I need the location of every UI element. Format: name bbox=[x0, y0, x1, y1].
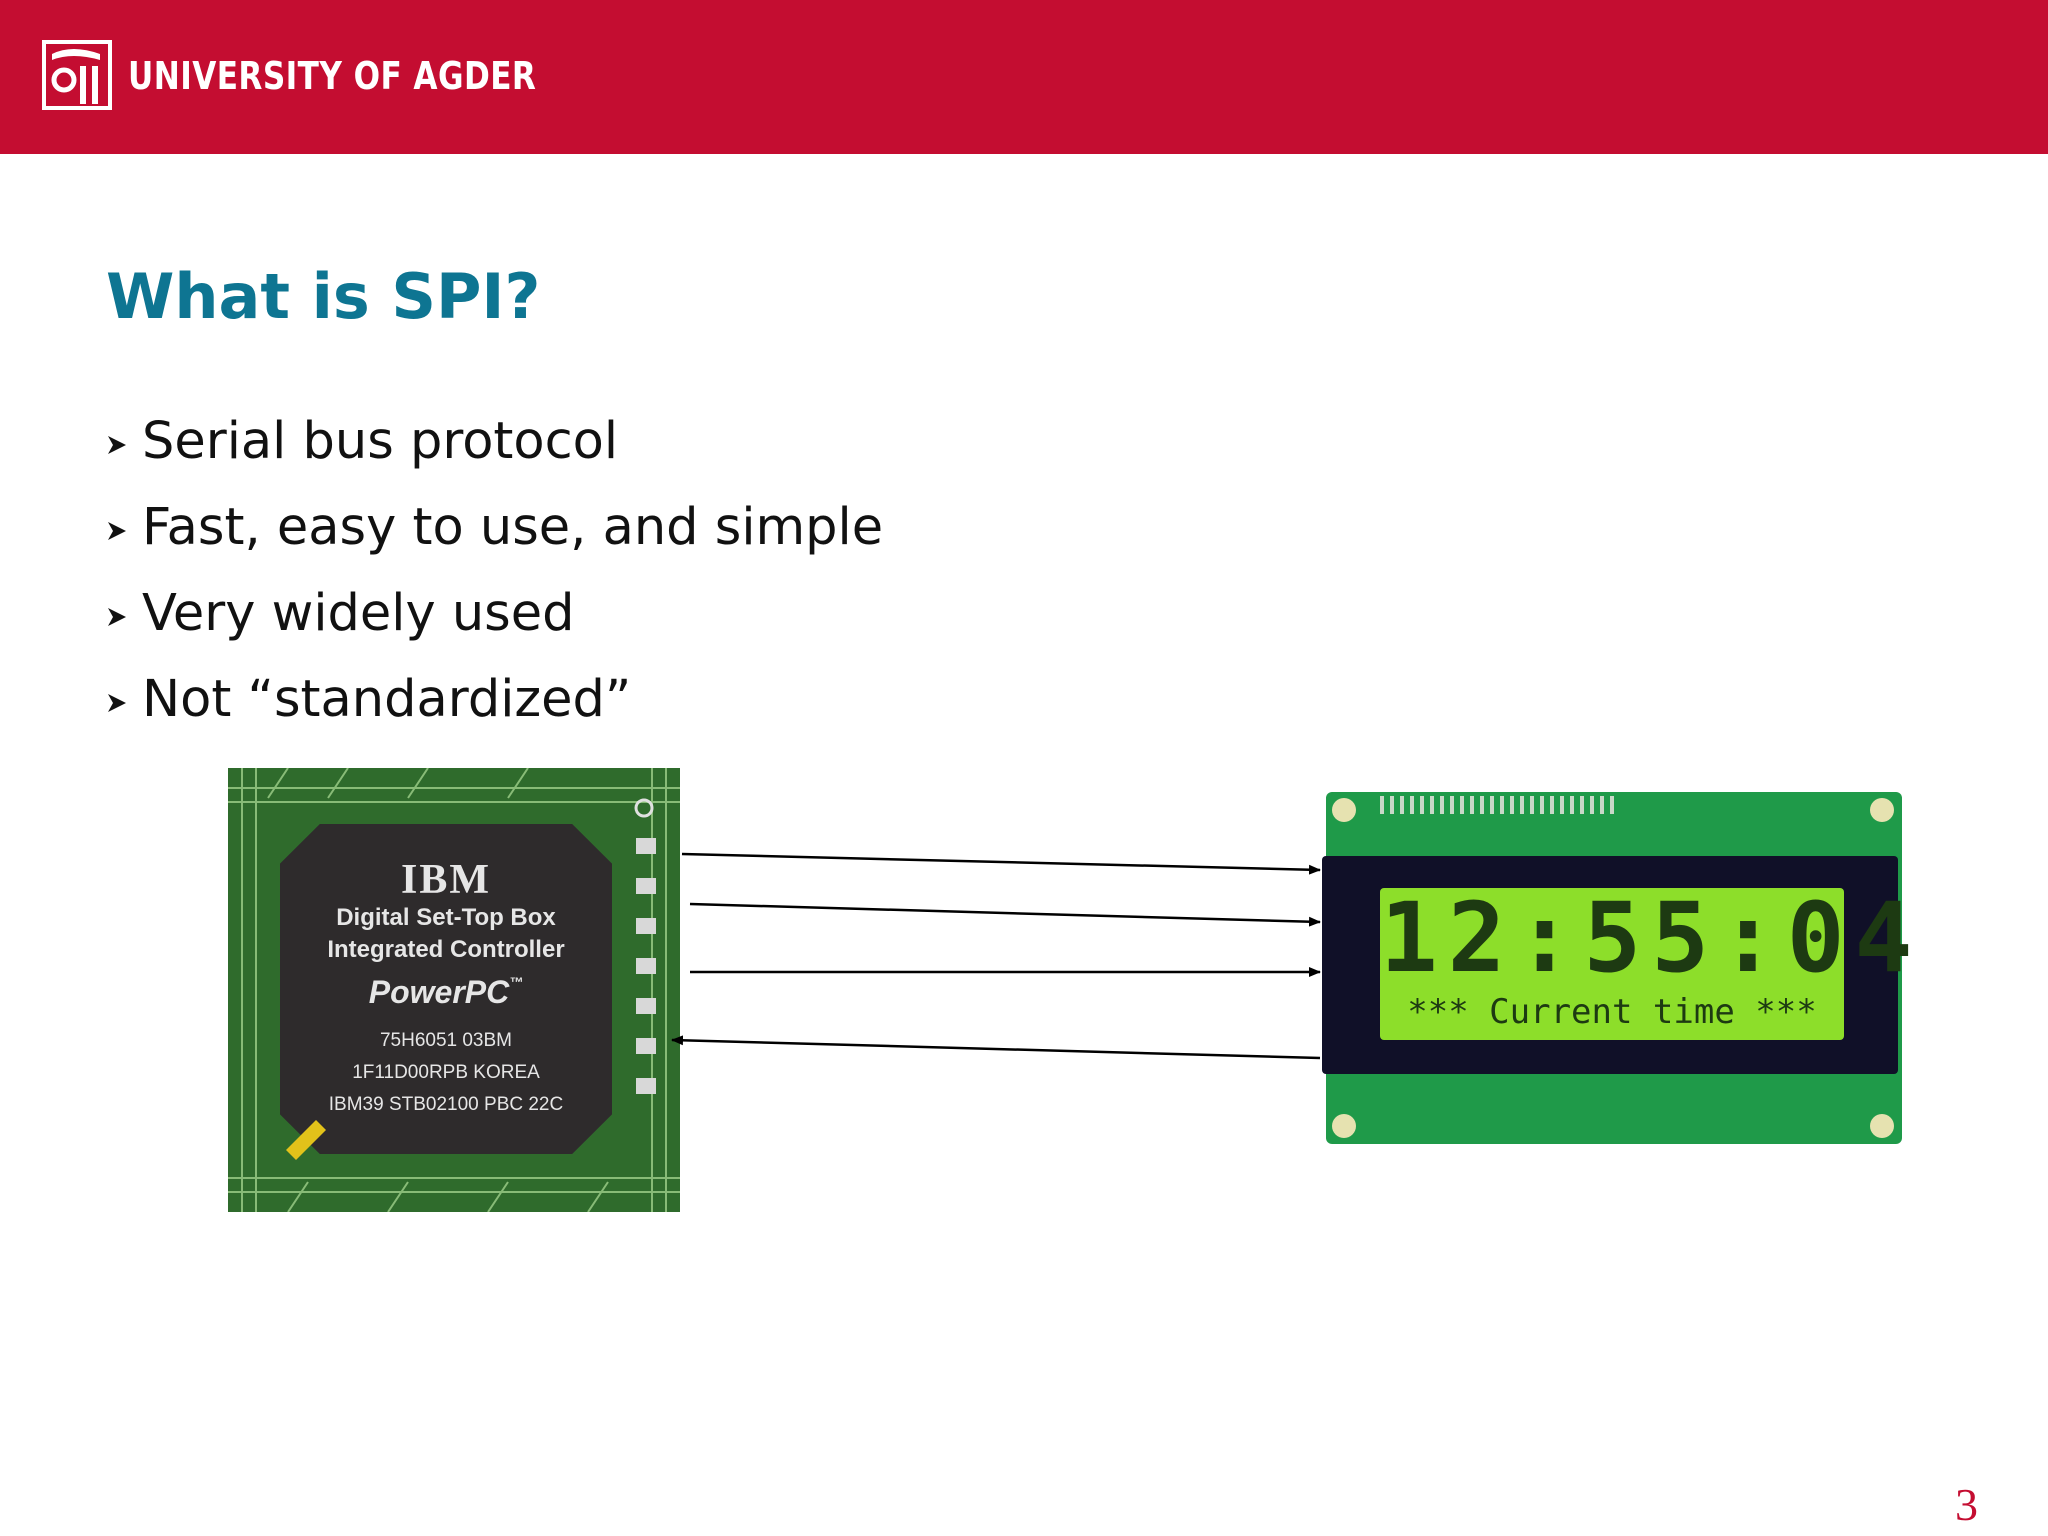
bullet-text: Serial bus protocol bbox=[142, 411, 619, 471]
university-name: UNIVERSITY OF AGDER bbox=[128, 54, 537, 98]
bullet-item: Very widely used bbox=[106, 570, 883, 656]
page-number: 3 bbox=[1955, 1479, 1978, 1530]
lcd-time-readout: 12:55:04 bbox=[1380, 882, 1923, 994]
chip-photo: IBM Digital Set-Top Box Integrated Contr… bbox=[228, 768, 680, 1212]
arrowhead-bullet-icon bbox=[108, 694, 126, 712]
arrow-line bbox=[689, 902, 1321, 927]
chip-line2: Integrated Controller bbox=[327, 936, 565, 963]
circuit-traces bbox=[228, 768, 680, 1212]
chip-package bbox=[280, 824, 612, 1154]
bullet-list: Serial bus protocol Fast, easy to use, a… bbox=[106, 398, 883, 742]
chip-tm: ™ bbox=[509, 974, 524, 990]
bullet-text: Very widely used bbox=[142, 583, 575, 643]
lcd-board-details bbox=[1332, 796, 1894, 1138]
bullet-text: Not “standardized” bbox=[142, 669, 632, 729]
bullet-item: Fast, easy to use, and simple bbox=[106, 484, 883, 570]
bullet-item: Not “standardized” bbox=[106, 656, 883, 742]
arrowhead-bullet-icon bbox=[108, 436, 126, 454]
header-bar: UNIVERSITY OF AGDER bbox=[0, 0, 2048, 154]
bullet-item: Serial bus protocol bbox=[106, 398, 883, 484]
lcd-caption: *** Current time *** bbox=[1407, 992, 1817, 1032]
chip-logo: PowerPC™ bbox=[280, 974, 612, 1011]
bullet-text: Fast, easy to use, and simple bbox=[142, 497, 884, 557]
university-logo-icon bbox=[42, 40, 112, 110]
pin1-marker bbox=[286, 1120, 326, 1160]
arrow-line bbox=[671, 1035, 1321, 1060]
arrow-line bbox=[681, 852, 1321, 875]
chip-code1: 75H6051 03BM bbox=[379, 1030, 513, 1051]
arrowhead-bullet-icon bbox=[108, 522, 126, 540]
slide-title: What is SPI? bbox=[106, 260, 541, 333]
chip-code2: 1F11D00RPB KOREA bbox=[352, 1062, 540, 1083]
lcd-screen bbox=[1380, 888, 1844, 1040]
chip-brand: IBM bbox=[401, 857, 491, 903]
chip-logo-text: PowerPC bbox=[368, 974, 510, 1010]
chip-code3: IBM39 STB02100 PBC 22C bbox=[328, 1094, 564, 1115]
arrowhead-bullet-icon bbox=[108, 608, 126, 626]
chip-line1: Digital Set-Top Box bbox=[336, 904, 556, 931]
